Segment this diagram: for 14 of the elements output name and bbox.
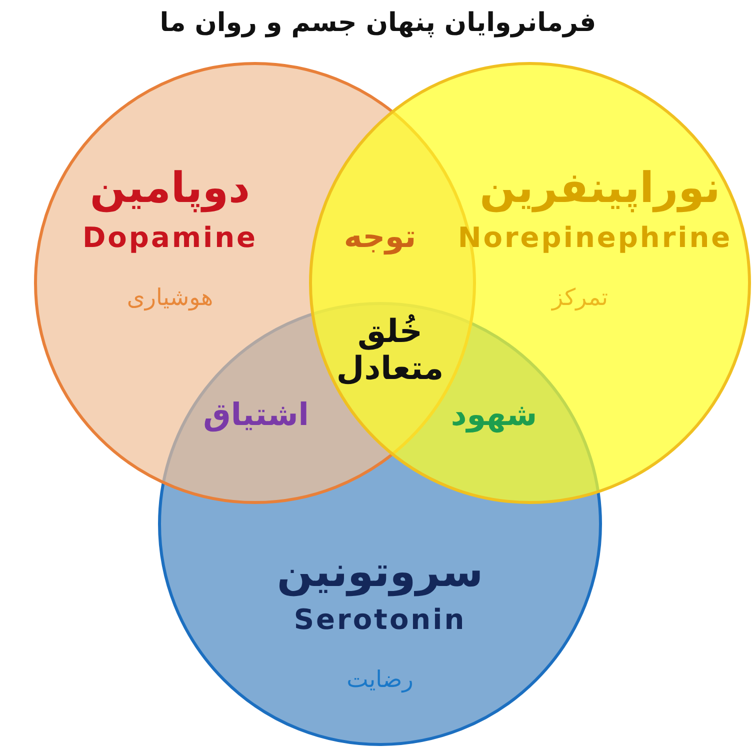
circle-caption: هوشیاری — [126, 284, 214, 312]
circle-title: نوراپینفرین — [480, 164, 720, 212]
title: فرمانروایان پنهان جسم و روان ما — [160, 8, 596, 40]
circle-subtitle: Dopamine — [82, 222, 258, 254]
overlap-label: اشتیاق — [203, 398, 309, 434]
circle-caption: تمرکز — [552, 284, 608, 312]
circle-caption: رضایت — [346, 666, 414, 694]
overlap-label: توجه — [344, 220, 416, 256]
overlap-label: شهود — [450, 398, 538, 434]
circle-title: دوپامین — [90, 164, 250, 212]
circle-title: سروتونین — [276, 548, 484, 596]
circle-subtitle: Norepinephrine — [458, 222, 732, 254]
circle-subtitle: Serotonin — [294, 604, 466, 636]
center-label: خُلق متعادل — [335, 313, 445, 387]
